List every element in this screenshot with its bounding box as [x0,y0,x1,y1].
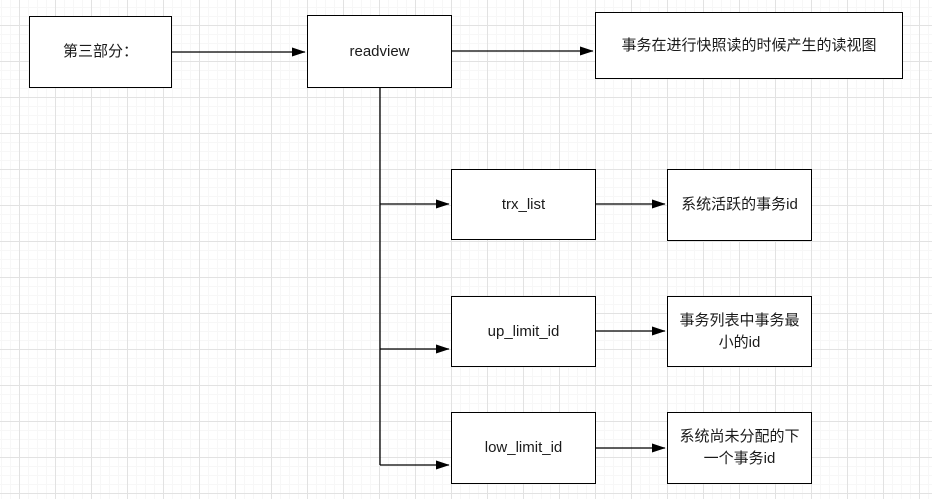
node-low-limit-id-label: low_limit_id [484,439,563,457]
node-up-limit-id-desc[interactable]: 事务列表中事务最小的id [667,296,812,367]
node-part-three[interactable]: 第三部分： [29,16,172,88]
node-readview[interactable]: readview [307,15,452,88]
node-trx-list-label: trx_list [501,195,546,213]
node-up-limit-id-label: up_limit_id [487,322,560,340]
node-trx-list-desc-label: 系统活跃的事务id [681,196,798,214]
node-part-three-label: 第三部分： [62,43,138,61]
node-readview-desc-label: 事务在进行快照读的时候产生的读视图 [621,36,877,54]
node-low-limit-id-desc[interactable]: 系统尚未分配的下一个事务id [667,412,812,484]
node-trx-list[interactable]: trx_list [451,169,596,240]
node-low-limit-id-desc-label: 系统尚未分配的下一个事务id [679,428,800,467]
node-up-limit-id-desc-label: 事务列表中事务最小的id [679,311,800,351]
node-up-limit-id[interactable]: up_limit_id [451,296,596,367]
node-readview-label: readview [349,42,410,60]
node-readview-desc[interactable]: 事务在进行快照读的时候产生的读视图 [595,12,903,79]
node-low-limit-id[interactable]: low_limit_id [451,412,596,484]
node-trx-list-desc[interactable]: 系统活跃的事务id [667,169,812,241]
